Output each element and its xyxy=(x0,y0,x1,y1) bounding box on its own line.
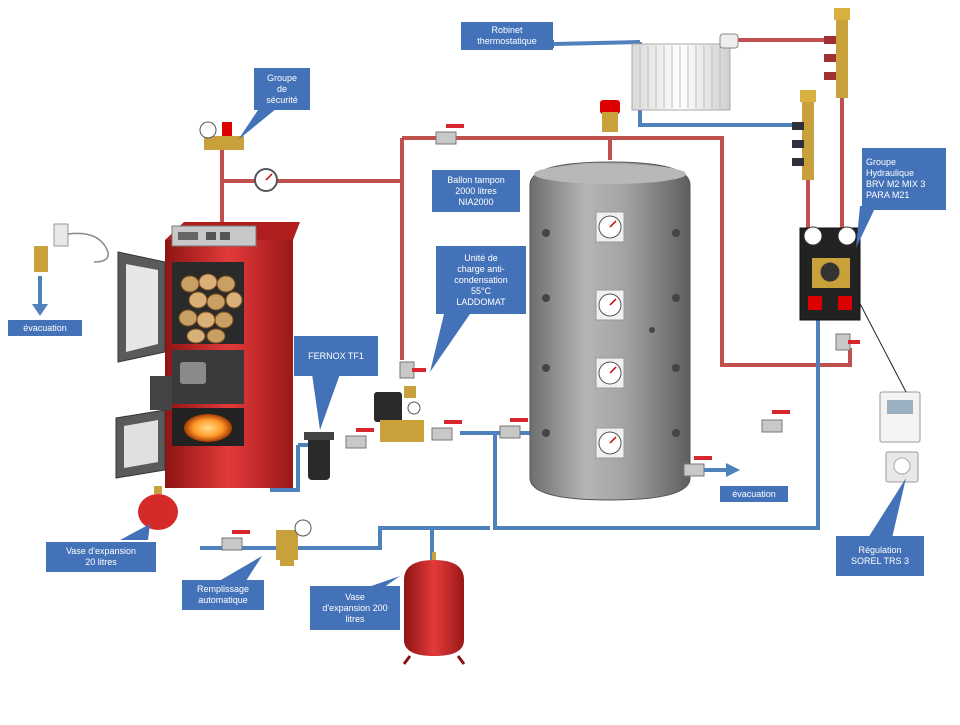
ballon-tampon-label: Ballon tampon 2000 litres NIA2000 xyxy=(432,170,520,212)
laddomat-unit xyxy=(374,386,424,442)
firewood-logs xyxy=(178,273,243,344)
hydraulic-group xyxy=(799,226,861,321)
buffer-tank xyxy=(529,161,691,501)
groupe-hydraulique-label: Groupe Hydraulique BRV M2 MIX 3 PARA M21 xyxy=(862,148,946,210)
regulation-controller xyxy=(879,391,921,483)
vase-200l-label: Vase d'expansion 200 litres xyxy=(310,586,400,630)
evacuation-left-label: évacuation xyxy=(8,320,82,336)
tank-air-vent xyxy=(600,100,620,132)
wood-boiler xyxy=(115,222,300,488)
groupe-securite-label: Groupe de sécurité xyxy=(254,68,310,110)
manifolds xyxy=(792,8,850,180)
evacuation-right-arrow xyxy=(726,463,740,477)
security-group-device xyxy=(199,121,244,150)
regulation-label: Régulation SOREL TRS 3 xyxy=(836,536,924,576)
fernox-label: FERNOX TF1 xyxy=(294,336,378,376)
expansion-vessel-20l xyxy=(138,486,178,530)
ball-valves xyxy=(221,124,860,551)
unite-de-charge-label: Unité de charge anti- condensation 55°C … xyxy=(436,246,526,314)
tank-thermometers xyxy=(595,211,625,459)
evacuation-right-label: évacuation xyxy=(720,486,788,502)
fernox-filter xyxy=(304,432,334,480)
remplissage-label: Remplissage automatique xyxy=(182,580,264,610)
radiator xyxy=(631,33,739,111)
evacuation-left-arrow xyxy=(32,304,48,316)
pressure-gauge xyxy=(254,168,278,192)
automatic-filling-unit xyxy=(276,519,312,566)
robinet-thermostatique-label: Robinet thermostatique xyxy=(461,22,553,50)
vase-20l-label: Vase d'expansion 20 litres xyxy=(46,542,156,572)
thermostatic-valve-left xyxy=(34,223,109,272)
controller-cable xyxy=(855,295,907,393)
expansion-vessel-200l xyxy=(402,552,466,665)
